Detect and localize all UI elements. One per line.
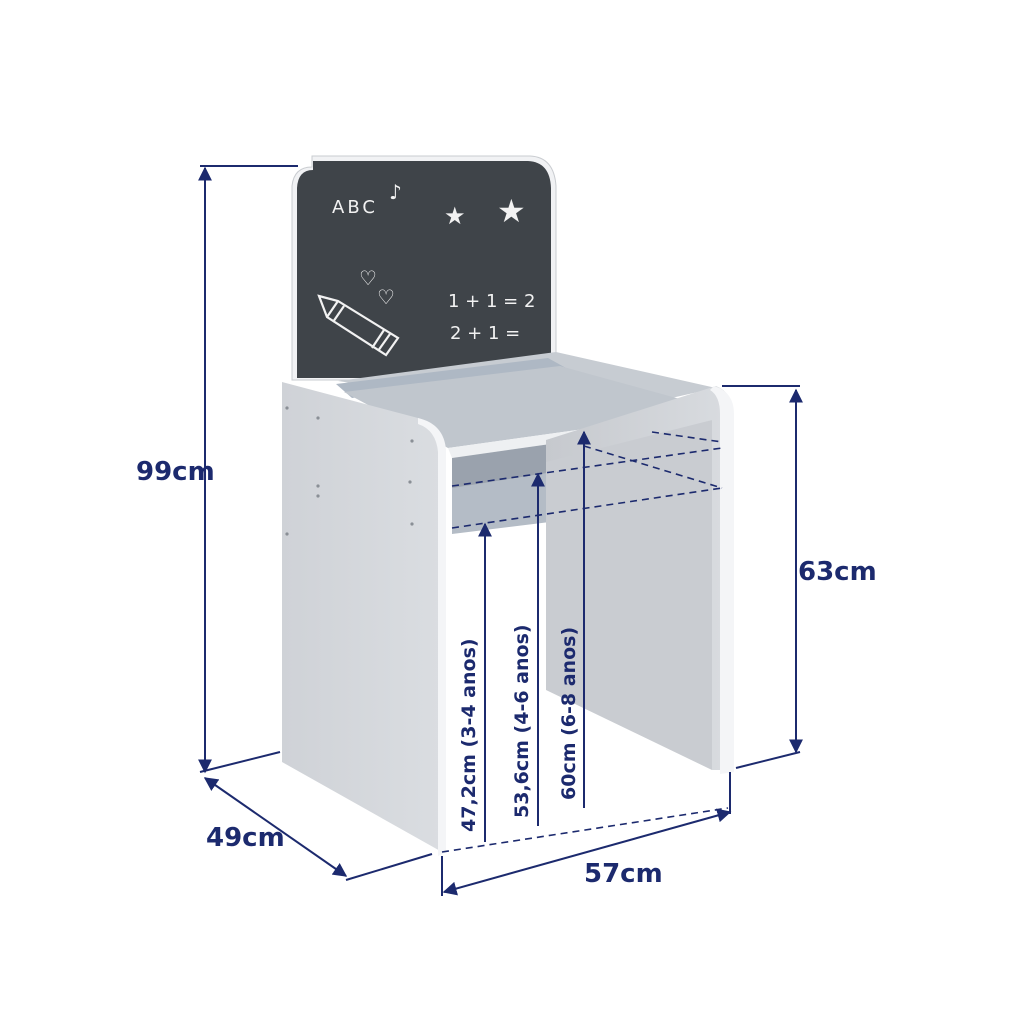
heart-icon: ♡ [359, 266, 377, 290]
seat-height-label-6-8: 60cm (6-8 anos) [558, 627, 580, 800]
total-height-label: 99cm [136, 457, 215, 487]
star-icon-large: ★ [497, 192, 526, 230]
desk-height-label: 63cm [798, 557, 877, 587]
assembly-holes [285, 406, 414, 536]
chalk-equation-2: 2 + 1 = [450, 323, 520, 344]
star-icon: ★ [444, 202, 466, 230]
chalkboard: ABC ♪ ★ ★ ♡ ♡ 1 + 1 = 2 2 + 1 = [291, 155, 557, 381]
width-label: 57cm [584, 859, 663, 889]
seat-height-label-3-4: 47,2cm (3-4 anos) [458, 638, 480, 832]
heart-icon-small: ♡ [377, 285, 395, 309]
chalk-equation-1: 1 + 1 = 2 [448, 291, 535, 312]
music-note-icon: ♪ [389, 180, 402, 204]
seat-height-label-4-6: 53,6cm (4-6 anos) [511, 624, 533, 818]
pencil-icon [317, 294, 400, 357]
chalk-letters: ABC [332, 197, 378, 218]
dimension-lines [198, 165, 803, 896]
desk-body [282, 352, 734, 856]
depth-label: 49cm [206, 823, 285, 853]
